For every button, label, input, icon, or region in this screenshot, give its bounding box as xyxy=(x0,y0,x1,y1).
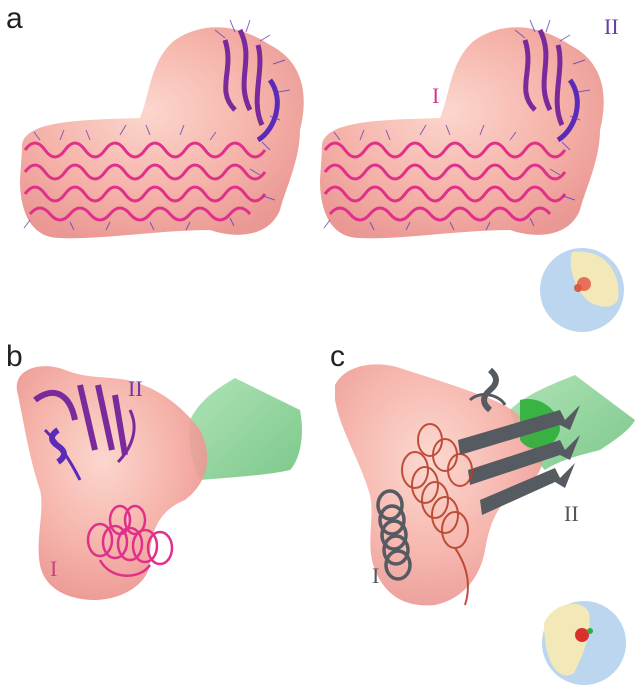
overview-thumbnail xyxy=(540,248,624,332)
panel-letter-c: c xyxy=(330,342,345,372)
domain-label-II: II xyxy=(128,378,143,400)
panel-letter-b: b xyxy=(6,342,23,372)
panel-a-left-view xyxy=(20,20,304,238)
density-envelope xyxy=(335,364,543,605)
overview-thumbnail xyxy=(542,601,626,685)
domain-label-I: I xyxy=(50,558,57,580)
panel-a-right-view xyxy=(320,20,604,238)
density-envelope xyxy=(17,366,208,600)
panel-b xyxy=(17,366,302,600)
domain-label-II: II xyxy=(604,16,619,38)
panel-c xyxy=(335,364,635,605)
panel-letter-a: a xyxy=(6,4,23,34)
domain-label-I: I xyxy=(432,85,439,107)
domain-label-II: II xyxy=(564,503,579,525)
domain-label-I: I xyxy=(372,565,379,587)
